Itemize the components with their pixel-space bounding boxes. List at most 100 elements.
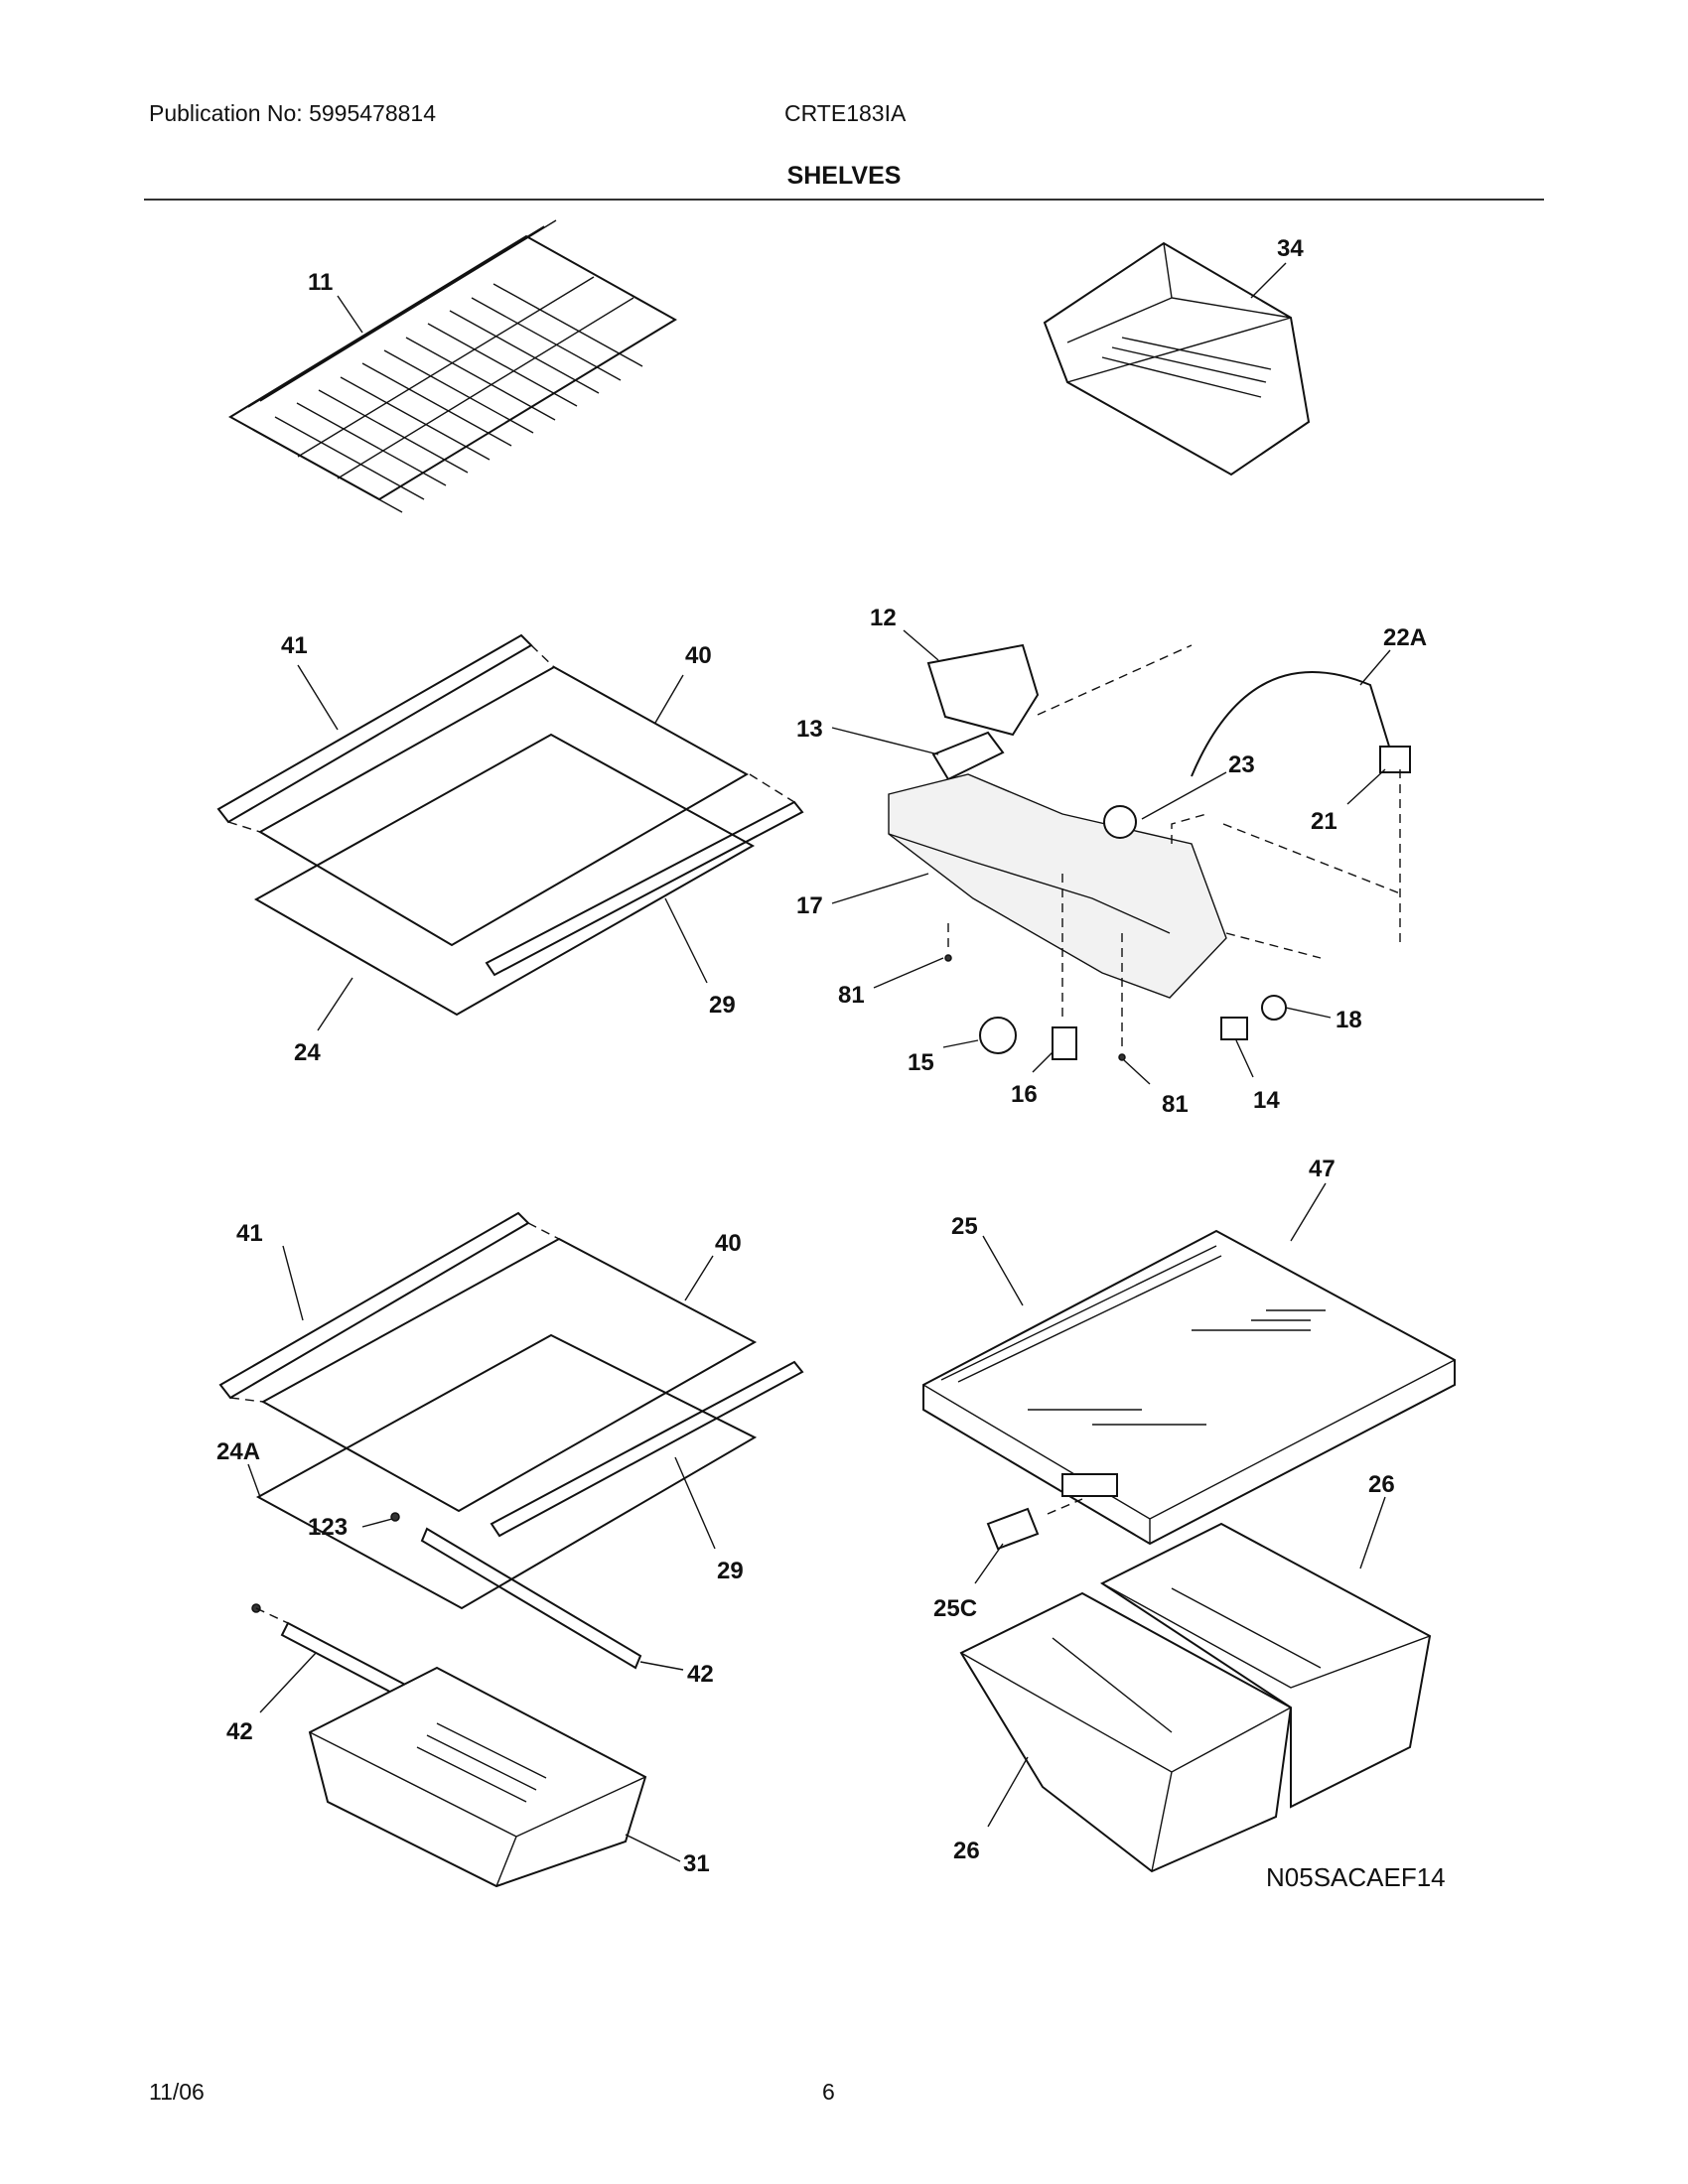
light-socket: [1052, 1026, 1077, 1060]
callout-81a: 81: [838, 982, 865, 1009]
screw-81b: [1118, 1053, 1126, 1061]
leader-18: [1285, 1007, 1332, 1019]
callout-24a: 24A: [216, 1438, 260, 1465]
callout-21: 21: [1311, 808, 1337, 835]
drawer-slide-right: [420, 1527, 642, 1670]
light-bulb: [979, 1017, 1017, 1054]
leader-26a: [1359, 1496, 1386, 1570]
leader-22a: [1359, 649, 1391, 686]
leader-24: [317, 977, 353, 1031]
leader-81b: [1123, 1059, 1151, 1085]
screw-123a: [390, 1512, 400, 1522]
leader-16: [1032, 1051, 1054, 1073]
leader-29a: [664, 897, 708, 984]
switch-button: [1261, 995, 1287, 1021]
callout-16: 16: [1011, 1081, 1038, 1108]
leader-123: [361, 1518, 393, 1528]
leader-42b: [259, 1652, 317, 1713]
temperature-probe-wire: [1191, 671, 1391, 777]
callout-29a: 29: [709, 992, 736, 1019]
page-number: 6: [822, 2079, 835, 2105]
callout-41b: 41: [236, 1220, 263, 1247]
wire-shelf: [228, 219, 677, 513]
leader-11: [337, 295, 363, 334]
footer-date: 11/06: [149, 2079, 205, 2105]
header-divider: [144, 199, 1544, 201]
callout-14: 14: [1253, 1087, 1280, 1114]
leader-42a: [639, 1661, 684, 1671]
leader-26b: [987, 1756, 1029, 1828]
leader-14: [1235, 1039, 1254, 1078]
callout-12: 12: [870, 605, 897, 631]
callout-15: 15: [908, 1049, 934, 1076]
model-number: CRTE183IA: [784, 100, 907, 126]
control-housing-assembly: [888, 643, 1411, 1061]
publication-number: Publication No: 5995478814: [149, 100, 437, 126]
shelf-frame: [253, 733, 756, 1017]
switch-21: [1379, 746, 1411, 773]
crisper-cover-assembly: [922, 1229, 1456, 1873]
callout-18: 18: [1336, 1007, 1362, 1033]
callout-81b: 81: [1162, 1091, 1189, 1118]
callout-34: 34: [1277, 235, 1304, 262]
leader-31: [625, 1834, 681, 1862]
leader-41b: [282, 1245, 304, 1321]
callout-26a: 26: [1368, 1471, 1395, 1498]
humidity-control: [986, 1507, 1040, 1551]
leader-29b: [674, 1456, 716, 1550]
page-title: SHELVES: [786, 162, 902, 190]
crisper-cover: [922, 1229, 1456, 1546]
light-housing: [888, 773, 1227, 999]
leader-25: [982, 1235, 1024, 1306]
leader-23: [1141, 771, 1227, 820]
callout-26b: 26: [953, 1838, 980, 1864]
callout-22a: 22A: [1383, 624, 1427, 651]
glass-shelf-assembly-upper: [216, 633, 804, 1017]
callout-25: 25: [951, 1213, 978, 1240]
callout-47: 47: [1309, 1156, 1336, 1182]
control-knob-housing: [926, 643, 1040, 737]
leader-25c: [974, 1543, 1004, 1584]
callout-11: 11: [308, 269, 333, 296]
glass-shelf-assembly-lower: [218, 1211, 804, 1888]
leader-17: [831, 873, 929, 904]
leader-24a: [247, 1463, 261, 1498]
callout-13: 13: [796, 716, 823, 743]
callout-29b: 29: [717, 1558, 744, 1584]
light-shield: [931, 731, 1005, 781]
light-switch: [1220, 1017, 1248, 1040]
dairy-bin: [1043, 241, 1311, 477]
crisper-pan-left: [959, 1591, 1293, 1873]
shelf-frame: [255, 1333, 758, 1610]
callout-41a: 41: [281, 632, 308, 659]
leader-34: [1250, 262, 1287, 299]
callout-42b: 42: [226, 1718, 253, 1745]
callout-123: 123: [308, 1514, 348, 1541]
callout-23: 23: [1228, 751, 1255, 778]
callout-42a: 42: [687, 1661, 714, 1688]
callout-40a: 40: [685, 642, 712, 669]
leader-15: [942, 1039, 979, 1048]
glass-shelf-panel: [260, 1237, 758, 1513]
leader-81a: [873, 957, 944, 989]
leader-41a: [297, 664, 339, 731]
cover-slot: [1061, 1473, 1118, 1497]
screw-81a: [944, 954, 952, 962]
callout-25c: 25C: [933, 1595, 977, 1622]
leader-40b: [684, 1255, 714, 1301]
thermostat: [1103, 805, 1137, 839]
callout-17: 17: [796, 892, 823, 919]
leader-47: [1290, 1182, 1327, 1242]
leader-40a: [654, 674, 684, 724]
glass-shelf-panel: [257, 665, 750, 947]
diagram-code: N05SACAEF14: [1266, 1862, 1446, 1892]
callout-40b: 40: [715, 1230, 742, 1257]
leader-13: [831, 727, 939, 755]
shelf-trim-front: [485, 800, 804, 977]
shelf-trim-front: [490, 1360, 804, 1538]
leader-21: [1346, 768, 1386, 805]
leader-12: [903, 629, 939, 661]
callout-24: 24: [294, 1039, 321, 1066]
callout-31: 31: [683, 1850, 710, 1877]
